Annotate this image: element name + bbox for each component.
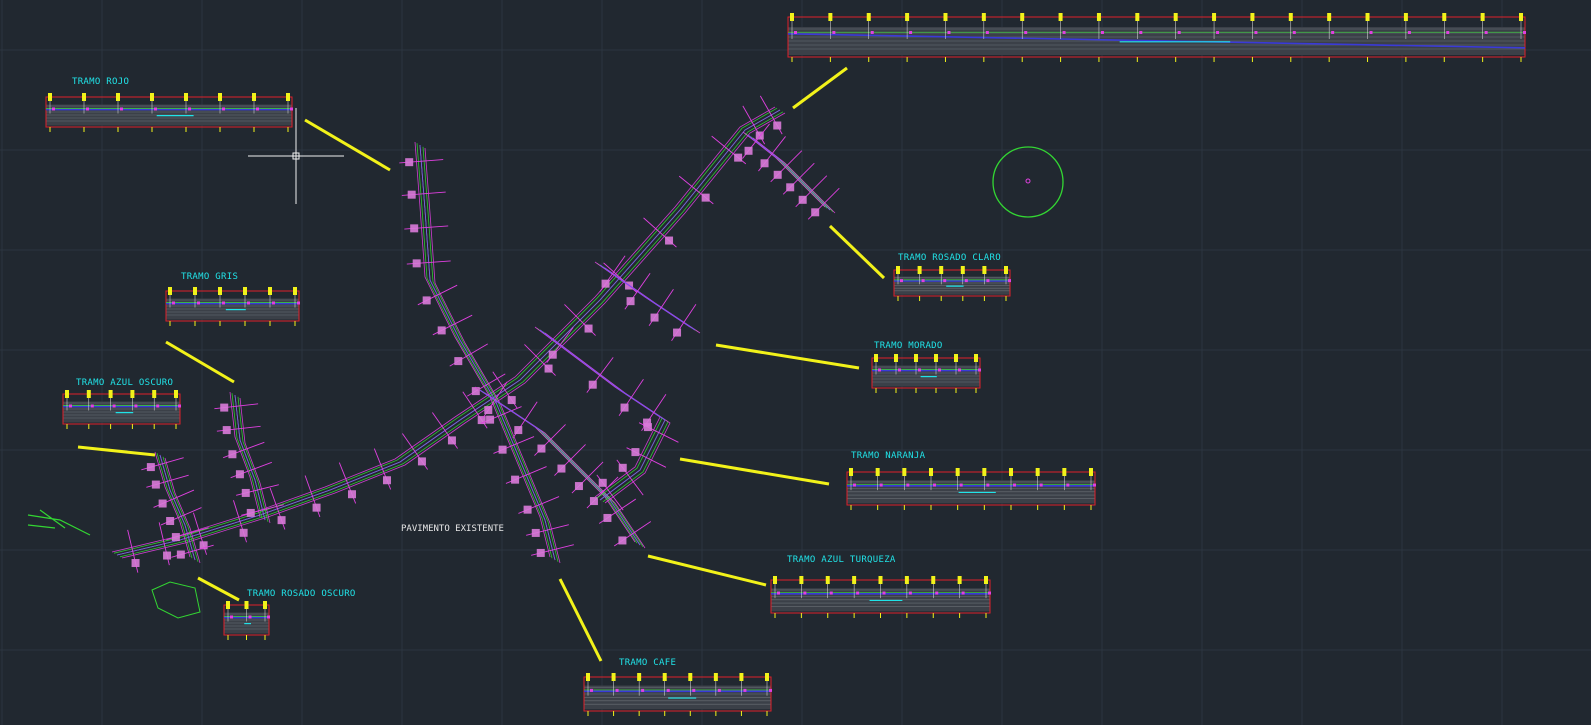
label-tramo-morado: TRAMO MORADO	[874, 341, 943, 351]
road-segment[interactable]	[594, 255, 701, 342]
profile-tramo-azul-oscuro[interactable]	[62, 390, 181, 429]
label-tramo-azul-oscuro: TRAMO AZUL OSCURO	[76, 378, 173, 388]
circle-marker[interactable]	[992, 146, 1064, 218]
leader-line	[558, 578, 603, 662]
road-segment[interactable]	[742, 123, 840, 220]
leader-line	[304, 118, 391, 172]
leader-line	[165, 340, 235, 384]
crosshair-cursor-icon	[248, 108, 344, 204]
road-network	[27, 95, 840, 619]
label-tramo-gris: TRAMO GRIS	[181, 272, 238, 282]
road-segment[interactable]	[474, 381, 652, 549]
leader-lines	[77, 66, 886, 662]
leader-line	[77, 445, 156, 457]
profile-tramo-rosado-oscuro[interactable]	[223, 601, 270, 640]
road-segment[interactable]	[111, 95, 786, 573]
label-tramo-cafe: TRAMO CAFE	[619, 658, 676, 668]
profile-top[interactable]	[787, 13, 1526, 62]
label-tramo-rojo: TRAMO ROJO	[72, 77, 129, 87]
road-segment[interactable]	[141, 451, 214, 564]
leader-line	[792, 66, 848, 110]
label-pavimento-existente: PAVIMENTO EXISTENTE	[401, 524, 504, 534]
profile-sheets	[45, 13, 1526, 716]
hatch-area	[151, 581, 201, 619]
label-tramo-azul-turqueza: TRAMO AZUL TURQUEZA	[787, 555, 896, 565]
road-segment[interactable]	[214, 391, 284, 524]
leader-line	[679, 457, 830, 486]
profile-tramo-rojo[interactable]	[45, 93, 293, 132]
leader-line	[715, 343, 860, 370]
label-tramo-rosado-claro: TRAMO ROSADO CLARO	[898, 253, 1001, 263]
road-segment[interactable]	[534, 326, 679, 511]
leader-line	[828, 224, 886, 280]
profile-tramo-gris[interactable]	[165, 287, 300, 326]
label-tramo-rosado-oscuro: TRAMO ROSADO OSCURO	[247, 589, 356, 599]
profile-tramo-azul-turqueza[interactable]	[770, 576, 991, 618]
profile-tramo-rosado-claro[interactable]	[893, 266, 1011, 301]
road-segment[interactable]	[399, 141, 574, 564]
profile-tramo-cafe[interactable]	[583, 673, 772, 716]
leader-line	[197, 576, 240, 602]
leader-line	[647, 554, 767, 587]
profile-tramo-morado[interactable]	[871, 354, 981, 393]
profile-tramo-naranja[interactable]	[846, 468, 1096, 510]
label-tramo-naranja: TRAMO NARANJA	[851, 451, 926, 461]
